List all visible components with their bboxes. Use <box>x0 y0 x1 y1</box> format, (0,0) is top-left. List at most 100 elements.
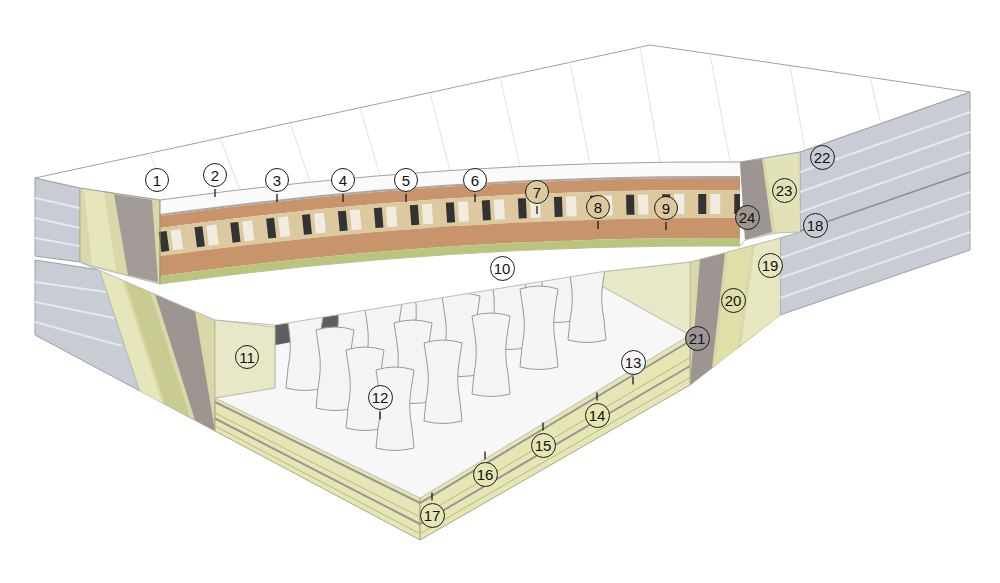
callout-circle: 4 <box>331 168 355 192</box>
side-stripes <box>35 238 80 246</box>
callout-number: 22 <box>814 150 831 165</box>
leader-tick <box>665 222 666 230</box>
callout-number: 18 <box>807 218 824 233</box>
leader-tick <box>214 189 215 197</box>
side-stripes <box>35 218 80 228</box>
callout-circle: 9 <box>654 196 678 220</box>
callout-number: 3 <box>273 173 281 188</box>
callout-number: 16 <box>477 467 494 482</box>
side-stripes <box>780 232 970 298</box>
quilting-lines <box>790 66 805 150</box>
quilting-lines <box>290 123 310 181</box>
upper-left-strips <box>114 194 158 282</box>
leader-tick <box>536 206 537 214</box>
top-face <box>35 45 970 200</box>
callout-circle: 6 <box>463 168 487 192</box>
callout-number: 11 <box>239 350 255 365</box>
callout-number: 23 <box>776 183 793 198</box>
quilting-lines <box>870 77 880 120</box>
leader-tick <box>431 493 432 501</box>
upper-right-strips <box>765 153 800 233</box>
callout-circle: 2 <box>203 163 227 187</box>
callout-circle: 19 <box>758 253 783 278</box>
callout-circle: 17 <box>420 503 445 528</box>
leader-tick <box>542 423 543 431</box>
callout-circle: 1 <box>145 168 169 192</box>
quilting-lines <box>710 54 730 161</box>
spring-cavity <box>600 262 690 335</box>
callout-circle: 11 <box>235 345 259 369</box>
lower-right-strips <box>690 238 780 385</box>
callout-number: 4 <box>339 173 347 188</box>
callout-circle: 21 <box>685 326 710 351</box>
lower-right-strips <box>690 253 725 385</box>
comfort-layers <box>160 200 161 284</box>
leader-tick <box>597 221 598 229</box>
callout-circle: 23 <box>772 178 797 203</box>
quilting-lines <box>360 108 380 175</box>
upper-left-strips <box>80 188 160 284</box>
side-stripes <box>780 192 970 258</box>
leader-tick <box>379 412 380 420</box>
top-face <box>35 45 970 200</box>
quilting-lines <box>570 62 590 164</box>
comfort-layers <box>160 238 740 284</box>
leader-tick <box>484 452 485 460</box>
callout-circle: 14 <box>585 403 610 428</box>
leader-tick <box>405 194 406 202</box>
callout-number: 5 <box>402 173 410 188</box>
leader-tick <box>342 194 343 202</box>
callout-number: 14 <box>589 408 606 423</box>
callout-number: 13 <box>625 355 642 370</box>
pocket-springs <box>424 340 462 424</box>
callout-circle: 18 <box>803 213 828 238</box>
upper-left-strips <box>80 188 160 284</box>
quilting-lines <box>640 47 660 162</box>
callout-circle: 7 <box>525 180 549 204</box>
pocket-springs <box>472 313 510 397</box>
callout-number: 24 <box>739 210 756 225</box>
callout-number: 19 <box>762 258 779 273</box>
callout-circle: 12 <box>368 385 393 410</box>
side-faces <box>35 178 80 262</box>
callout-number: 7 <box>533 185 541 200</box>
callout-number: 2 <box>211 168 219 183</box>
callout-number: 9 <box>662 201 670 216</box>
callout-circle: 13 <box>621 350 646 375</box>
callout-circle: 8 <box>586 195 610 219</box>
lower-right-strips <box>715 246 752 366</box>
callout-circle: 15 <box>531 433 556 458</box>
callout-circle: 16 <box>473 462 498 487</box>
callout-number: 1 <box>153 173 161 188</box>
callout-number: 20 <box>725 293 742 308</box>
block-divider <box>780 172 970 238</box>
callout-circle: 3 <box>265 168 289 192</box>
pocket-springs <box>520 286 558 370</box>
lower-right-strips <box>690 238 780 385</box>
callout-number: 8 <box>594 200 602 215</box>
callout-circle: 5 <box>394 168 418 192</box>
leader-tick <box>596 393 597 401</box>
callout-circle: 20 <box>721 288 746 313</box>
callout-circle: 24 <box>735 205 760 230</box>
upper-left-strips <box>84 189 116 271</box>
spring-cavity <box>215 320 275 398</box>
side-stripes <box>35 282 106 292</box>
callout-number: 10 <box>494 261 511 276</box>
quilting-lines <box>500 77 520 166</box>
side-stripes <box>35 322 122 346</box>
callout-number: 15 <box>535 438 552 453</box>
callout-number: 6 <box>471 173 479 188</box>
leader-lines <box>215 189 666 501</box>
callout-circle: 10 <box>490 256 515 281</box>
quilting-lines <box>430 93 450 170</box>
leader-tick <box>632 377 633 385</box>
callout-number: 12 <box>372 390 389 405</box>
leader-tick <box>276 194 277 202</box>
side-stripes <box>35 302 114 318</box>
pocket-springs <box>316 327 354 411</box>
quilting-lines <box>150 47 880 196</box>
callout-circle: 22 <box>810 145 835 170</box>
